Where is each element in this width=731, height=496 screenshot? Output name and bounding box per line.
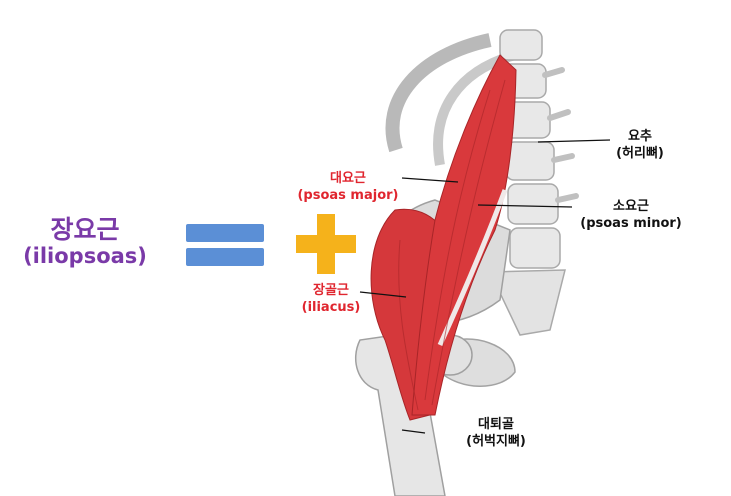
femur-korean-sub: (허벅지뼈)	[466, 434, 526, 449]
iliacus-korean: 장골근	[313, 283, 349, 298]
psoas-minor-tendon	[437, 189, 508, 347]
equals-sign-bottom-bar	[186, 248, 264, 266]
rib-arc-outer	[385, 33, 492, 153]
psoas-minor-label: 소요근 (psoas minor)	[576, 198, 686, 232]
lumbar-korean: 요추	[628, 129, 652, 144]
plus-icon	[296, 214, 356, 274]
femur-label: 대퇴골 (허벅지뼈)	[448, 416, 544, 450]
anatomy-illustration	[355, 29, 611, 496]
psoas-major-korean: 대요근	[330, 171, 366, 186]
iliacus-label: 장골근 (iliacus)	[296, 282, 366, 316]
title-korean: 장요근	[50, 215, 120, 244]
psoas-major-label: 대요근 (psoas major)	[290, 170, 406, 204]
femur-korean: 대퇴골	[478, 417, 514, 432]
psoas-major-muscle	[411, 54, 517, 416]
lumbar-vertebrae	[499, 29, 561, 269]
title-english: (iliopsoas)	[23, 244, 147, 268]
muscle-fibers	[398, 79, 506, 411]
pointer-lines	[359, 139, 611, 434]
sacrum	[488, 269, 566, 336]
psoas-minor-korean: 소요근	[613, 199, 649, 214]
psoas-major-english: (psoas major)	[297, 188, 399, 203]
lumbar-label: 요추 (허리뼈)	[610, 128, 670, 162]
lumbar-korean-sub: (허리뼈)	[616, 146, 664, 161]
equals-sign-top-bar	[186, 224, 264, 242]
psoas-minor-english: (psoas minor)	[580, 216, 682, 231]
iliacus-english: (iliacus)	[301, 300, 361, 315]
vertebral-processes	[542, 67, 579, 203]
